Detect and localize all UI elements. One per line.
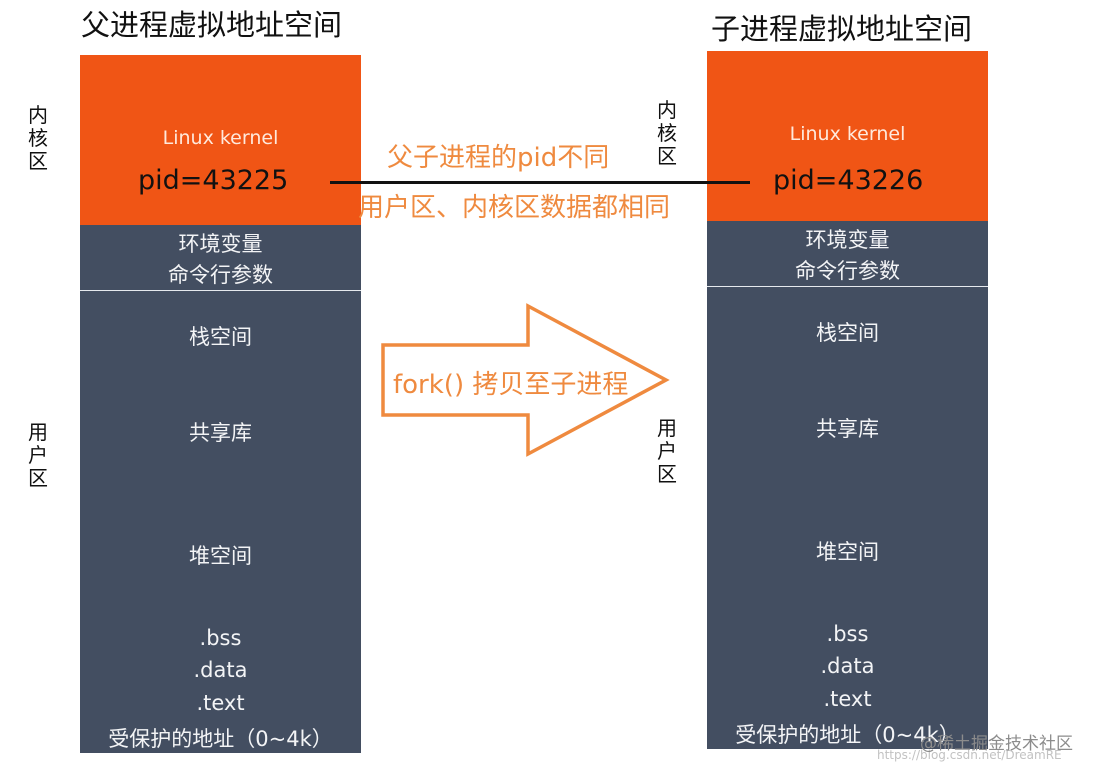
child-stack: 栈空间	[816, 321, 879, 345]
parent-env-line-2: 命令行参数	[168, 263, 273, 287]
side-char: 区	[657, 144, 677, 168]
pid-diff-annotation: 父子进程的pid不同	[387, 143, 610, 173]
parent-stack: 栈空间	[189, 325, 252, 349]
child-heap: 堆空间	[816, 540, 879, 564]
side-char: 区	[28, 466, 48, 490]
child-bss: .bss	[826, 622, 869, 646]
parent-pid: pid=43225	[138, 165, 289, 196]
child-user-side-label: 用 户 区	[655, 417, 679, 486]
parent-kernel-block: Linux kernel pid=43225	[80, 55, 361, 225]
parent-user-block: 栈空间 共享库 堆空间 .bss .data .text 受保护的地址（0~4k…	[80, 290, 361, 753]
side-char: 内	[657, 98, 677, 122]
parent-user-side-label: 用 户 区	[26, 421, 50, 490]
child-text: .text	[823, 687, 872, 711]
watermark-text: @稀土掘金技术社区	[920, 734, 1073, 754]
parent-protected: 受保护的地址（0~4k）	[108, 727, 333, 751]
parent-heap: 堆空间	[189, 544, 252, 568]
side-char: 区	[657, 462, 677, 486]
child-kernel-block: Linux kernel pid=43226	[707, 51, 988, 221]
child-env-block: 环境变量 命令行参数	[707, 221, 988, 286]
parent-kernel-name: Linux kernel	[162, 127, 279, 149]
side-char: 用	[28, 420, 48, 444]
data-same-annotation: 用户区、内核区数据都相同	[358, 193, 671, 223]
parent-kernel-side-label: 内 核 区	[26, 104, 50, 173]
side-char: 区	[28, 149, 48, 173]
child-env-line-1: 环境变量	[805, 228, 890, 252]
parent-shared-lib: 共享库	[189, 421, 252, 445]
child-user-block: 栈空间 共享库 堆空间 .bss .data .text 受保护的地址（0~4k…	[707, 286, 988, 749]
side-char: 用	[657, 416, 677, 440]
parent-bss: .bss	[199, 626, 242, 650]
child-title: 子进程虚拟地址空间	[711, 12, 973, 46]
side-char: 内	[28, 103, 48, 127]
child-shared-lib: 共享库	[816, 417, 879, 441]
child-env-line-2: 命令行参数	[795, 259, 900, 283]
side-char: 核	[657, 121, 677, 145]
child-address-space: Linux kernel pid=43226 环境变量 命令行参数 栈空间 共享…	[707, 51, 988, 749]
parent-data: .data	[193, 658, 248, 682]
child-protected: 受保护的地址（0~4k）	[735, 723, 960, 747]
parent-env-block: 环境变量 命令行参数	[80, 225, 361, 290]
side-char: 核	[28, 126, 48, 150]
parent-env-line-1: 环境变量	[178, 232, 263, 256]
child-pid: pid=43226	[773, 165, 924, 196]
side-char: 户	[28, 443, 48, 467]
pid-connector-line	[330, 181, 750, 184]
fork-copy-annotation: fork() 拷贝至子进程	[393, 370, 629, 400]
child-kernel-name: Linux kernel	[789, 123, 906, 145]
fork-arrow-icon	[381, 303, 670, 457]
child-data: .data	[820, 654, 875, 678]
parent-address-space: Linux kernel pid=43225 环境变量 命令行参数 栈空间 共享…	[80, 55, 361, 753]
side-char: 户	[657, 439, 677, 463]
watermark-url: https://blog.csdn.net/DreamRE	[877, 748, 1062, 762]
parent-text: .text	[196, 691, 245, 715]
parent-title: 父进程虚拟地址空间	[81, 8, 343, 42]
child-kernel-side-label: 内 核 区	[655, 99, 679, 168]
